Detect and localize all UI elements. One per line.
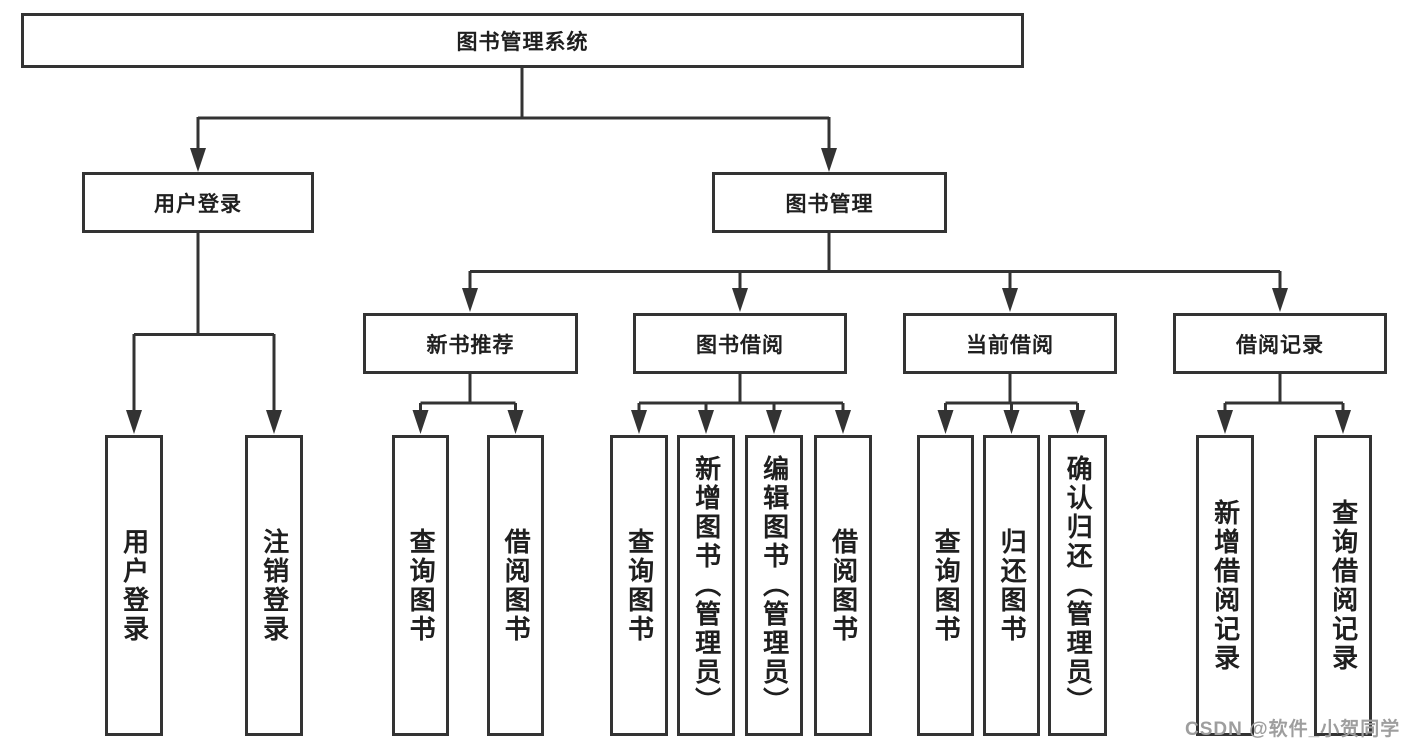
node-label: 用户登录	[154, 192, 242, 216]
leaf-query-borrow-record: 查询借阅记录	[1314, 435, 1372, 736]
node-label: 当前借阅	[966, 333, 1054, 357]
node-current-borrowing: 当前借阅	[903, 313, 1117, 374]
node-user-login: 用户登录	[82, 172, 314, 233]
arrow-down-icons	[126, 148, 1351, 434]
node-label: 图书借阅	[696, 333, 784, 357]
leaf-logout: 注销登录	[245, 435, 303, 736]
node-label: 归还图书	[997, 527, 1028, 644]
node-label: 查询图书	[406, 527, 437, 644]
leaf-query-books-recommend: 查询图书	[392, 435, 449, 736]
node-label: 新增借阅记录	[1210, 498, 1241, 673]
leaf-query-books-borrowing: 查询图书	[610, 435, 668, 736]
node-label: 借阅记录	[1236, 333, 1324, 357]
leaf-borrow-books-borrowing: 借阅图书	[814, 435, 872, 736]
watermark: CSDN @软件_小贺同学	[1185, 719, 1401, 740]
node-label: 编辑图书（管理员）	[759, 455, 790, 716]
node-label: 查询图书	[624, 527, 655, 644]
leaf-user-login: 用户登录	[105, 435, 163, 736]
node-label: 借阅图书	[501, 527, 532, 644]
node-label: 确认归还（管理员）	[1063, 455, 1094, 716]
node-label: 查询借阅记录	[1328, 498, 1359, 673]
node-label: 查询图书	[931, 527, 962, 644]
node-label: 新增图书（管理员）	[691, 455, 722, 716]
node-label: 新书推荐	[426, 333, 515, 357]
leaf-return-book: 归还图书	[983, 435, 1040, 736]
leaf-borrow-books-recommend: 借阅图书	[487, 435, 544, 736]
node-label: 用户登录	[119, 527, 150, 644]
node-label: 图书管理系统	[456, 30, 589, 54]
node-borrowing-records: 借阅记录	[1173, 313, 1387, 374]
node-new-book-recommendation: 新书推荐	[363, 313, 578, 374]
node-book-borrowing: 图书借阅	[633, 313, 847, 374]
node-library-management-system: 图书管理系统	[21, 13, 1024, 68]
node-book-management: 图书管理	[712, 172, 947, 233]
leaf-confirm-return-admin: 确认归还（管理员）	[1048, 435, 1107, 736]
leaf-add-book-admin: 新增图书（管理员）	[677, 435, 735, 736]
node-label: 注销登录	[259, 527, 290, 644]
leaf-query-books-current: 查询图书	[917, 435, 974, 736]
node-label: 借阅图书	[828, 527, 859, 644]
node-label: 图书管理	[785, 192, 874, 216]
leaf-edit-book-admin: 编辑图书（管理员）	[745, 435, 803, 736]
leaf-add-borrow-record: 新增借阅记录	[1196, 435, 1254, 736]
